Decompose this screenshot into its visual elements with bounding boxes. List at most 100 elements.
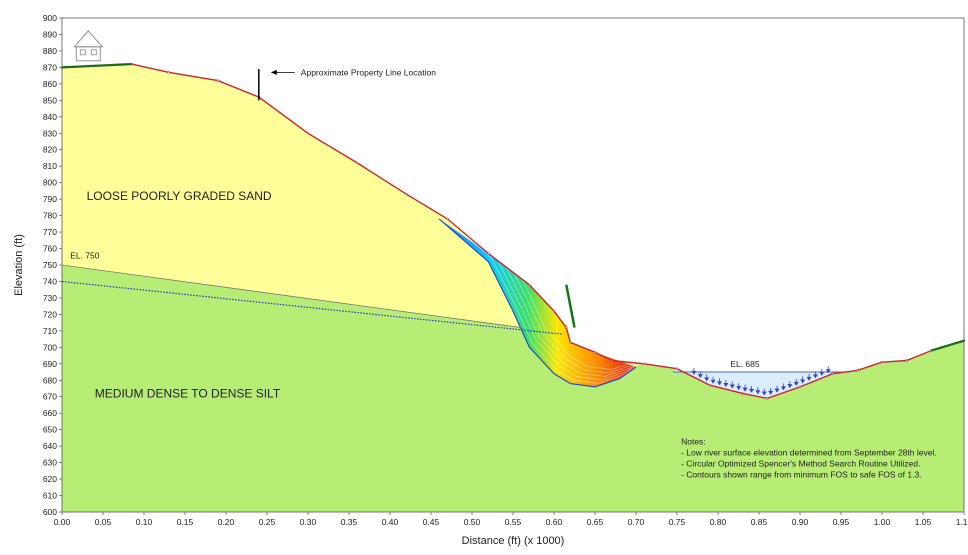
y-axis-title: Elevation (ft)	[13, 234, 25, 296]
x-tick-label: 1.00	[874, 517, 891, 527]
y-tick-label: 850	[43, 95, 57, 105]
water-pressure-arrow-head	[825, 369, 831, 374]
ground-surface-node	[675, 367, 679, 370]
y-tick-label: 770	[43, 227, 57, 237]
y-tick-label: 630	[43, 458, 57, 468]
ground-surface-node	[405, 192, 408, 196]
fos-contour-line	[455, 201, 653, 371]
slip-scarp	[565, 284, 576, 328]
note-line: Notes:	[681, 436, 706, 446]
y-tick-label: 830	[43, 128, 57, 138]
y-tick-label: 730	[43, 293, 57, 303]
y-tick-label: 790	[43, 194, 57, 204]
ground-surface-node	[765, 397, 769, 400]
y-tick-label: 710	[43, 326, 57, 336]
note-line: - Circular Optimized Spencer's Method Se…	[681, 458, 920, 468]
y-tick-label: 880	[43, 46, 57, 56]
x-tick-label: 0.90	[792, 517, 809, 527]
water-pressure-arrow-head	[729, 384, 735, 389]
crest-segment	[61, 63, 132, 69]
fos-contour-line	[451, 204, 650, 374]
house-body	[75, 46, 101, 62]
y-tick-label: 800	[43, 178, 57, 188]
x-tick-label: 0.70	[628, 517, 645, 527]
ground-surface-node	[306, 132, 310, 135]
ground-surface-node	[487, 252, 490, 255]
x-tick-label: 0.35	[341, 517, 358, 527]
ground-surface-node	[610, 359, 613, 362]
sand-layer	[62, 64, 567, 328]
x-tick-label: 0.00	[54, 517, 71, 527]
fos-contour-zone	[439, 218, 636, 387]
y-tick-label: 700	[43, 342, 57, 352]
water-pressure-arrow-head	[748, 388, 754, 393]
house-icon	[73, 30, 104, 48]
x-tick-label: 0.75	[669, 517, 686, 527]
y-tick-label: 660	[43, 408, 57, 418]
y-tick-label: 740	[43, 276, 57, 286]
x-tick-label: 0.20	[218, 517, 235, 527]
water-pressure-arrow-head	[793, 381, 799, 386]
y-tick-label: 670	[43, 392, 57, 402]
ground-surface-node	[798, 385, 802, 389]
y-tick-label: 810	[43, 161, 57, 171]
y-tick-label: 690	[43, 359, 57, 369]
water-pressure-arrow-head	[736, 386, 742, 391]
el-685-callout: EL. 685	[730, 359, 760, 369]
x-tick-label: 0.45	[423, 517, 440, 527]
layer-boundary-line	[61, 264, 522, 328]
x-tick-label: 1.05	[915, 517, 932, 527]
toe-segment	[930, 339, 965, 352]
property-line-label: Approximate Property Line Location	[301, 67, 436, 77]
water-pressure-arrow-head	[806, 376, 812, 381]
silt-layer-label: MEDIUM DENSE TO DENSE SILT	[95, 386, 281, 400]
y-tick-label: 610	[43, 491, 57, 501]
fos-contour-line	[445, 211, 643, 381]
x-tick-label: 0.10	[136, 517, 153, 527]
x-tick-label: 0.15	[177, 517, 194, 527]
water-pressure-arrow-head	[812, 374, 818, 379]
ground-surface-node	[569, 341, 572, 344]
ground-surface-node	[880, 360, 884, 364]
x-tick-label: 0.60	[546, 517, 563, 527]
water-pressure-arrow-head	[710, 379, 716, 384]
x-tick-label: 0.05	[95, 517, 112, 527]
ground-surface-node	[356, 161, 359, 165]
x-tick-label: 0.95	[833, 517, 850, 527]
water-pressure-arrow-head	[691, 370, 697, 375]
x-tick-label: 0.80	[710, 517, 727, 527]
y-tick-label: 600	[43, 507, 57, 517]
note-line: - Contours shown range from minimum FOS …	[681, 469, 921, 479]
water-pressure-arrow-head	[742, 387, 748, 392]
ground-surface-line	[61, 63, 965, 400]
water-pressure-arrow-head	[697, 374, 703, 379]
ground-surface-node	[905, 359, 908, 362]
y-tick-label: 840	[43, 112, 57, 122]
water-pressure-arrow-head	[774, 388, 780, 393]
water-pressure-arrow-head	[819, 371, 825, 376]
y-tick-label: 640	[43, 441, 57, 451]
ground-surface-node	[167, 71, 170, 74]
el-750-callout: EL. 750	[70, 250, 100, 260]
water-pressure-arrow-head	[723, 382, 729, 387]
ground-surface-node	[831, 372, 834, 375]
x-tick-label: 0.55	[505, 517, 522, 527]
y-tick-label: 820	[43, 145, 57, 155]
water-pressure-arrow-head	[780, 386, 786, 391]
y-tick-label: 780	[43, 211, 57, 221]
ground-surface-node	[565, 326, 568, 329]
water-pressure-arrow-head	[800, 379, 806, 384]
ground-surface-node	[593, 351, 597, 354]
y-tick-label: 860	[43, 79, 57, 89]
ground-surface-node	[446, 217, 449, 221]
y-tick-label: 870	[43, 62, 57, 72]
ground-surface-node	[708, 384, 711, 387]
property-line-arrowhead	[270, 69, 277, 75]
water-pressure-arrow-head	[768, 390, 774, 395]
y-tick-label: 650	[43, 425, 57, 435]
y-tick-label: 620	[43, 474, 57, 484]
house-window	[90, 49, 97, 56]
ground-surface-node	[856, 369, 859, 372]
